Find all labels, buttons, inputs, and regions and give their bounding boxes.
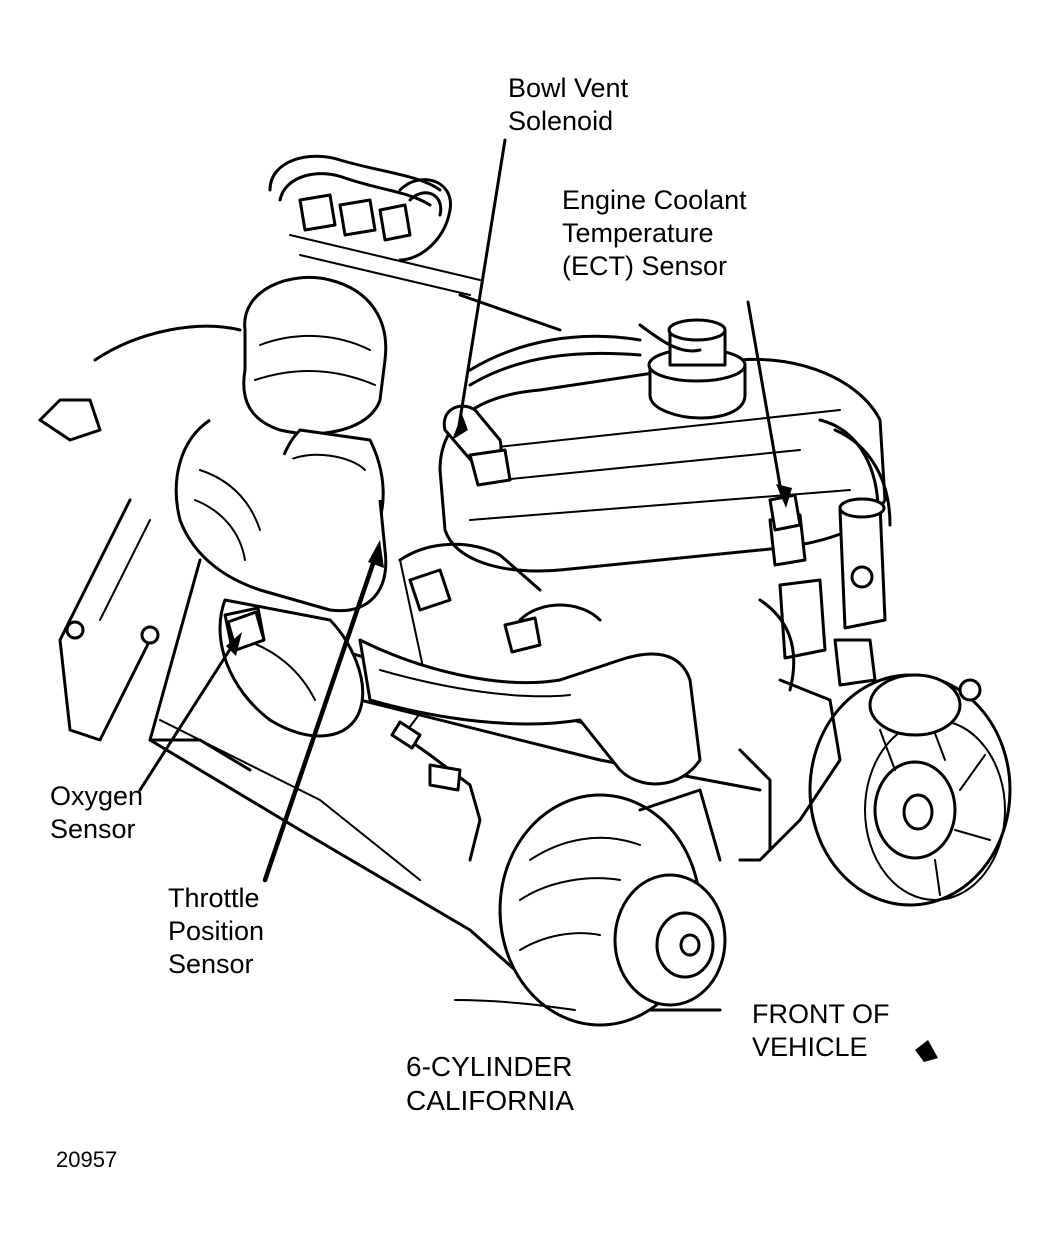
ect-leader — [746, 300, 784, 499]
sensor-wire — [390, 720, 482, 862]
alternator — [454, 788, 727, 1027]
intake-manifold — [174, 418, 602, 654]
leader-lines — [138, 138, 792, 883]
throttle-arrowhead — [368, 540, 384, 568]
oxygen-leader — [138, 638, 238, 792]
bowl-vent-leader — [456, 138, 507, 434]
ect-arrowhead — [776, 484, 792, 508]
ect-sensor-label: Engine Coolant Temperature (ECT) Sensor — [562, 185, 747, 281]
wiring-harness — [268, 154, 562, 332]
oxygen-arrowhead — [226, 632, 242, 656]
fan-pulley — [808, 673, 1012, 907]
bowl-vent-solenoid-label: Bowl Vent Solenoid — [508, 73, 629, 136]
throttle-position-sensor-label: Throttle Position Sensor — [168, 883, 265, 979]
thermostat-housing — [758, 497, 887, 692]
oxygen-sensor-label: Oxygen Sensor — [50, 781, 144, 844]
throttle-leader — [262, 549, 380, 883]
engine-caption: 6-CYLINDER CALIFORNIA — [406, 1051, 575, 1116]
figure-number: 20957 — [56, 1147, 118, 1172]
exhaust-pipe — [358, 638, 702, 786]
front-of-vehicle-label: FRONT OF VEHICLE — [752, 999, 890, 1062]
front-bracket — [738, 638, 877, 862]
left-bracket — [38, 324, 242, 742]
front-direction-arrow — [915, 1040, 938, 1062]
bowl-vent-arrowhead — [452, 414, 468, 440]
oil-filler-cap — [647, 318, 747, 420]
